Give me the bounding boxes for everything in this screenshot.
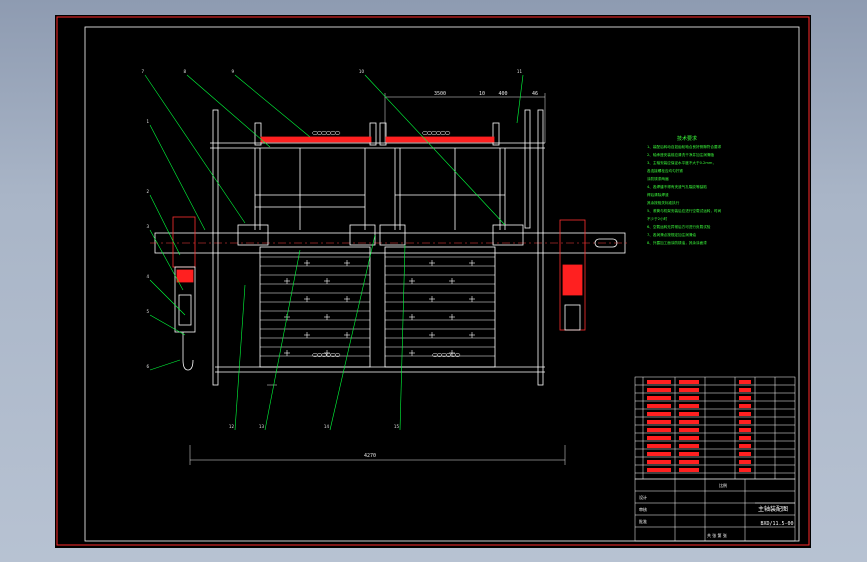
parts-list	[634, 376, 796, 480]
dim-overall-width: 4270	[364, 453, 376, 459]
note-line: 3、主轴安装应保证水平度不大于0.2mm，	[647, 160, 716, 165]
outer-frame	[56, 16, 810, 546]
leader-line	[516, 74, 524, 124]
callout-label: 9	[231, 69, 234, 74]
leader-lines	[144, 74, 524, 431]
callout-label: 14	[324, 424, 330, 429]
callout-label: 6	[146, 364, 149, 369]
inner-frame	[84, 26, 800, 542]
note-line: 7、各润滑点按规定加注润滑油	[647, 232, 696, 237]
leader-line	[264, 249, 301, 431]
drawing-number: BXD/11.5-00	[760, 521, 793, 527]
assembly-drawing: 4270 3500 10 400 46 12345678910111213141…	[56, 16, 810, 546]
callout-label: 8	[183, 69, 186, 74]
leader-line	[364, 74, 506, 226]
main-assembly	[150, 109, 630, 386]
leader-line	[149, 124, 206, 231]
drawing-name: 主轴装配图	[758, 505, 788, 513]
callout-label: 4	[146, 274, 149, 279]
design-label: 设计	[639, 494, 647, 500]
top-chains	[312, 130, 461, 358]
callout-label: 7	[141, 69, 144, 74]
leader-line	[144, 74, 246, 224]
scale-label: 比例	[719, 482, 727, 488]
note-line: 1、装配后转动自如齿轮啮合良好侧隙符合要求	[647, 144, 722, 149]
callout-label: 13	[259, 424, 265, 429]
callout-label: 3	[146, 224, 149, 229]
note-line: 涂防锈漆两遍	[647, 176, 669, 181]
callout-label: 1	[146, 119, 149, 124]
leader-line	[329, 234, 376, 431]
callout-label: 15	[394, 424, 400, 429]
leader-line	[186, 74, 271, 148]
leader-line	[149, 194, 181, 256]
leader-line	[149, 279, 186, 316]
note-line: 6、空载运转无异常后方可进行负载试验	[647, 224, 711, 229]
note-line: 5、滚筒与机架安装后应进行空载试运转，时间	[647, 208, 722, 213]
dim-top-small-c: 46	[532, 91, 538, 97]
leader-line	[149, 359, 181, 371]
sheet-label: 共 张 第 张	[707, 532, 727, 538]
callout-label: 10	[359, 69, 365, 74]
title-block	[634, 478, 796, 542]
note-line: 2、轴承座安装前应清洗干净并加注润滑脂	[647, 152, 714, 157]
check-label: 审核	[639, 506, 647, 512]
leader-line	[234, 74, 311, 138]
dimensions	[189, 93, 566, 465]
approve-label: 批准	[639, 518, 647, 524]
drum-slats	[260, 256, 495, 357]
leader-line	[149, 229, 184, 291]
note-line: 其余按相关标准执行	[647, 200, 680, 205]
note-line: 不少于2小时	[647, 216, 668, 221]
leader-line	[399, 244, 406, 431]
note-line: 各连接螺栓应均匀拧紧	[647, 168, 683, 173]
note-line: 4、各焊缝不得有夹渣气孔裂纹等缺陷	[647, 184, 707, 189]
callout-label: 11	[517, 69, 523, 74]
leader-line	[149, 314, 186, 336]
note-line: 焊后清除焊渣	[647, 192, 669, 197]
callout-label: 2	[146, 189, 149, 194]
dim-top-small-b: 400	[498, 91, 507, 97]
callout-label: 5	[146, 309, 149, 314]
technical-notes: 技术要求 1、装配后转动自如齿轮啮合良好侧隙符合要求 2、轴承座安装前应清洗干净并…	[647, 135, 722, 245]
shaft-keyway	[594, 238, 618, 248]
drum-markers	[284, 260, 475, 356]
leader-line	[234, 284, 246, 431]
notes-title: 技术要求	[677, 135, 697, 142]
dim-top-span: 3500	[434, 91, 446, 97]
callout-label: 12	[229, 424, 235, 429]
note-line: 8、外露加工面涂防锈油，其余涂面漆	[647, 240, 707, 245]
dim-top-small-a: 10	[479, 91, 485, 97]
